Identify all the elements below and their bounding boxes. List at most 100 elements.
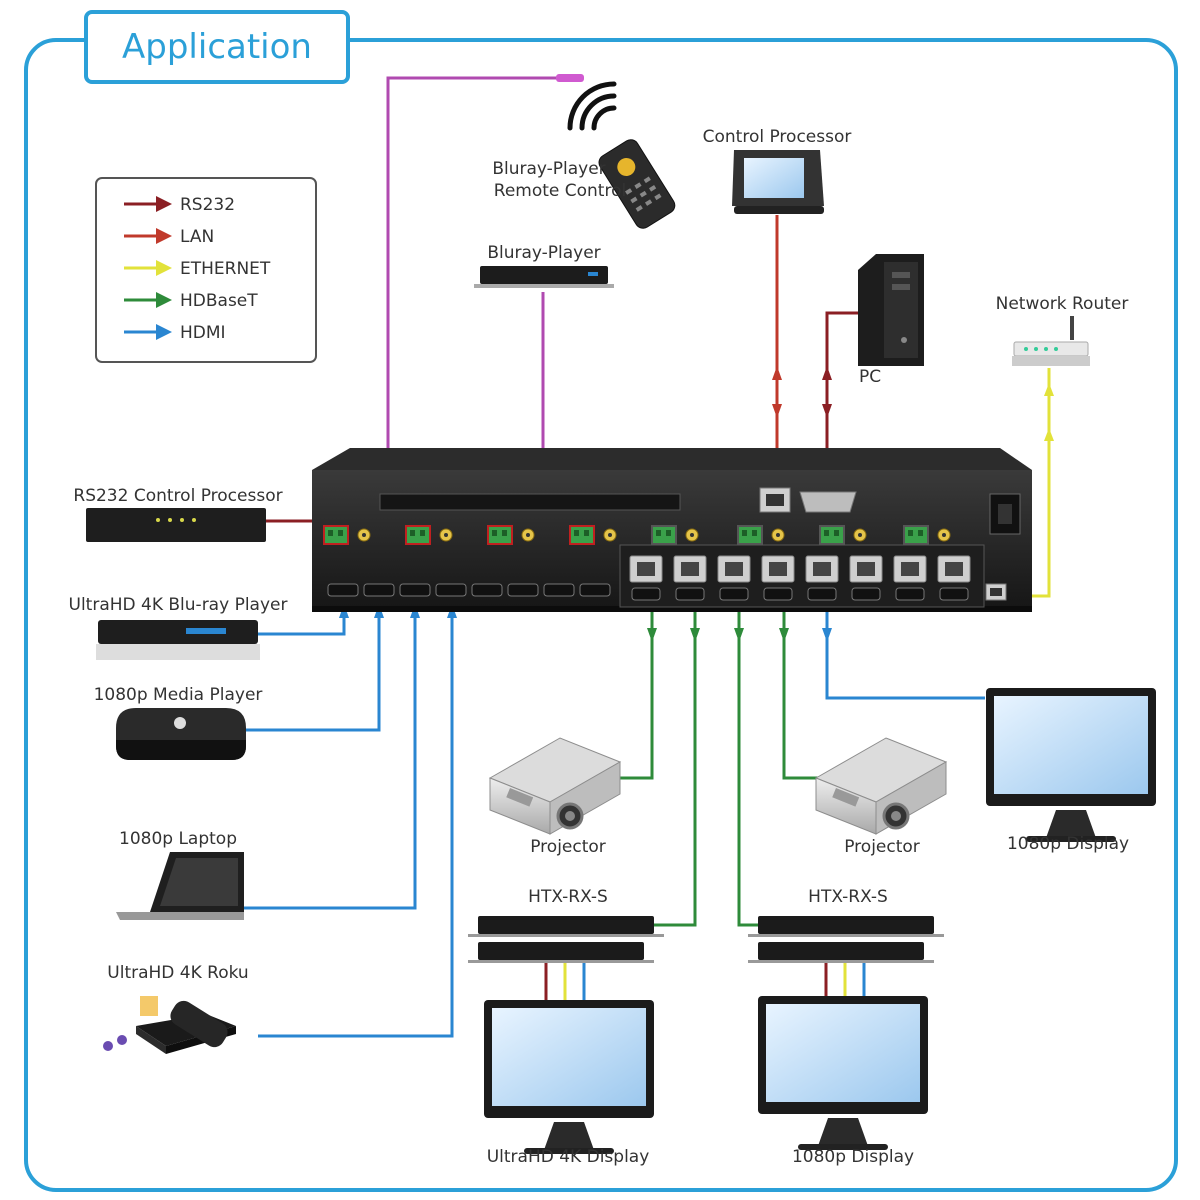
terminal-block bbox=[405, 525, 431, 545]
terminal-block bbox=[903, 525, 929, 545]
network-router-label: Network Router bbox=[996, 294, 1129, 314]
control-processor-label: Control Processor bbox=[703, 127, 852, 147]
projector-2 bbox=[814, 736, 948, 836]
display-right-label: 1080p Display bbox=[1007, 834, 1129, 854]
hdmi-input-port bbox=[399, 583, 431, 597]
hdbaset-line-htx-2 bbox=[737, 598, 760, 927]
rs232-processor-label: RS232 Control Processor bbox=[73, 486, 282, 506]
terminal-block bbox=[819, 525, 845, 545]
legend-label: LAN bbox=[180, 227, 214, 247]
audio-block bbox=[405, 525, 453, 545]
hdmi-line-roku bbox=[258, 598, 454, 1038]
audio-block bbox=[651, 525, 699, 545]
audio-block bbox=[737, 525, 785, 545]
matrix-switcher bbox=[312, 448, 1032, 612]
hdmi-inputs bbox=[327, 583, 611, 597]
roku-player bbox=[103, 996, 236, 1054]
htx-rx-1 bbox=[468, 916, 664, 963]
uhd-display bbox=[484, 1000, 654, 1154]
ir-port-row bbox=[379, 493, 681, 511]
hdbaset-line-htx-1 bbox=[640, 598, 697, 927]
pc-label: PC bbox=[859, 367, 881, 387]
terminal-block bbox=[569, 525, 595, 545]
output-port-pair bbox=[673, 555, 707, 601]
legend-arrow-icon bbox=[156, 260, 172, 276]
terminal-block bbox=[651, 525, 677, 545]
output-port-pair bbox=[629, 555, 663, 601]
arrowheads bbox=[339, 366, 1054, 642]
ir-emitter bbox=[556, 74, 584, 82]
control-processor bbox=[732, 150, 824, 214]
legend-item-hdmi: HDMI bbox=[124, 323, 226, 343]
hdmi-input-port bbox=[579, 583, 611, 597]
legend-label: RS232 bbox=[180, 195, 235, 215]
hdmi-output-port bbox=[939, 587, 969, 601]
hdmi-line-display bbox=[825, 598, 985, 700]
hdmi-output-port bbox=[807, 587, 837, 601]
output-port-pair bbox=[717, 555, 751, 601]
display-bottom-label: 1080p Display bbox=[792, 1147, 914, 1167]
hdmi-output-port bbox=[763, 587, 793, 601]
network-router bbox=[1012, 316, 1090, 366]
title-tab bbox=[84, 10, 350, 84]
legend-label: ETHERNET bbox=[180, 259, 271, 279]
hdmi-output-port bbox=[675, 587, 705, 601]
bluray-player bbox=[474, 266, 614, 288]
terminal-block bbox=[323, 525, 349, 545]
hdbaset-line-projector-2 bbox=[782, 598, 820, 780]
legend-box bbox=[95, 177, 317, 363]
hdmi-input-port bbox=[435, 583, 467, 597]
terminal-block bbox=[737, 525, 763, 545]
legend-arrow-icon bbox=[156, 196, 172, 212]
audio-block bbox=[487, 525, 535, 545]
display-right bbox=[986, 688, 1156, 842]
legend-item-lan: LAN bbox=[124, 227, 214, 247]
uhd-bluray-player bbox=[96, 620, 260, 660]
htx-rx-2 bbox=[748, 916, 944, 963]
laptop-label: 1080p Laptop bbox=[119, 829, 237, 849]
audio-block bbox=[819, 525, 867, 545]
legend-arrow-icon bbox=[156, 228, 172, 244]
uhd-bluray-label: UltraHD 4K Blu-ray Player bbox=[69, 595, 288, 615]
hdmi-input-port bbox=[327, 583, 359, 597]
hdbaset-outputs bbox=[629, 555, 971, 601]
ir-signal-icon bbox=[567, 81, 617, 131]
hdmi-input-port bbox=[363, 583, 395, 597]
audio-block bbox=[323, 525, 371, 545]
legend-label: HDMI bbox=[180, 323, 226, 343]
outer-frame bbox=[24, 38, 1178, 1192]
rs232-port bbox=[799, 491, 857, 513]
legend-item-rs232: RS232 bbox=[124, 195, 235, 215]
remote-control bbox=[598, 139, 676, 229]
rs232-control-processor bbox=[86, 508, 266, 542]
output-port-pair bbox=[937, 555, 971, 601]
legend-item-ethernet: ETHERNET bbox=[124, 259, 271, 279]
remote-label-line-1: Bluray-Player bbox=[492, 159, 605, 179]
audio-block bbox=[569, 525, 617, 545]
hdmi-line-laptop bbox=[242, 598, 417, 910]
projector-1-label: Projector bbox=[530, 837, 606, 857]
projector-1 bbox=[488, 736, 622, 836]
legend-arrow-icon bbox=[156, 324, 172, 340]
ir-line bbox=[386, 76, 582, 470]
audio-blocks bbox=[323, 525, 951, 545]
hdbaset-line-projector-1 bbox=[620, 598, 654, 780]
hdmi-output-port bbox=[851, 587, 881, 601]
output-port-pair bbox=[893, 555, 927, 601]
hdmi-output-port bbox=[895, 587, 925, 601]
projector-2-label: Projector bbox=[844, 837, 920, 857]
apple-icon bbox=[174, 717, 186, 729]
terminal-block bbox=[487, 525, 513, 545]
display-bottom bbox=[758, 996, 928, 1150]
htx-2-label: HTX-RX-S bbox=[808, 887, 888, 907]
output-port-pair bbox=[761, 555, 795, 601]
legend-arrow-icon bbox=[156, 292, 172, 308]
pc-tower bbox=[858, 254, 924, 366]
media-player bbox=[116, 708, 246, 760]
legend-label: HDBaseT bbox=[180, 291, 258, 311]
audio-block bbox=[903, 525, 951, 545]
hdmi-output-port bbox=[631, 587, 661, 601]
